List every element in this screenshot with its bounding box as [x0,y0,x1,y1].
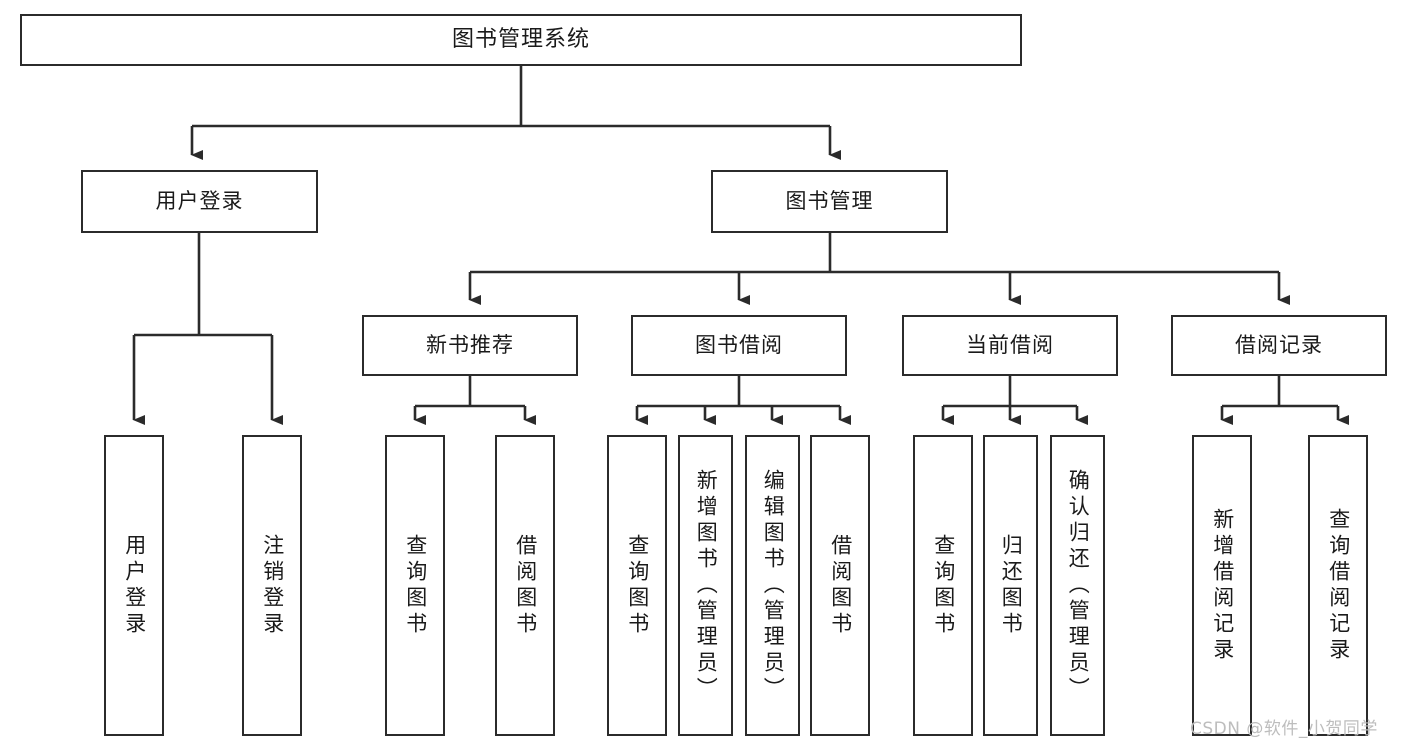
csdn-watermark: CSDN @软件_小贺同学 [1190,719,1378,739]
node-label: 图书管理系统 [451,26,590,52]
node-borrow-records[interactable]: 借阅记录 [1171,315,1387,376]
node-label: 归还图书 [999,533,1024,638]
node-current-borrow[interactable]: 当前借阅 [902,315,1118,376]
leaf-query-book[interactable]: 查询图书 [607,435,667,736]
node-label: 查询借阅记录 [1326,507,1351,664]
leaf-edit-book-admin[interactable]: 编辑图书（管理员） [745,435,800,736]
node-label: 图书管理 [785,188,874,213]
leaf-add-borrow-record[interactable]: 新增借阅记录 [1192,435,1252,736]
leaf-query-book-recommend[interactable]: 查询图书 [385,435,445,736]
node-label: 借阅图书 [513,533,538,638]
leaf-confirm-return-admin[interactable]: 确认归还（管理员） [1050,435,1105,736]
leaf-logout[interactable]: 注销登录 [242,435,302,736]
node-label: 查询图书 [625,533,650,638]
leaf-query-borrow-record[interactable]: 查询借阅记录 [1308,435,1368,736]
node-label: 借阅记录 [1235,332,1323,357]
node-label: 确认归还（管理员） [1066,468,1091,703]
node-label: 用户登录 [122,533,147,638]
node-user-login[interactable]: 用户登录 [81,170,318,233]
node-label: 新增借阅记录 [1210,507,1235,664]
node-label: 新增图书（管理员） [694,468,719,703]
node-book-borrow[interactable]: 图书借阅 [631,315,847,376]
node-label: 当前借阅 [966,332,1054,357]
node-label: 用户登录 [155,188,244,213]
node-book-management[interactable]: 图书管理 [711,170,948,233]
leaf-query-book-current[interactable]: 查询图书 [913,435,973,736]
node-root-system[interactable]: 图书管理系统 [20,14,1022,66]
leaf-add-book-admin[interactable]: 新增图书（管理员） [678,435,733,736]
leaf-borrow-book[interactable]: 借阅图书 [810,435,870,736]
leaf-borrow-book-recommend[interactable]: 借阅图书 [495,435,555,736]
node-label: 借阅图书 [828,533,853,638]
leaf-return-book[interactable]: 归还图书 [983,435,1038,736]
node-label: 查询图书 [931,533,956,638]
node-label: 图书借阅 [695,332,783,357]
node-label: 查询图书 [403,533,428,638]
node-label: 注销登录 [260,533,285,638]
node-label: 编辑图书（管理员） [761,468,786,703]
leaf-user-login[interactable]: 用户登录 [104,435,164,736]
node-label: 新书推荐 [426,332,514,357]
node-new-book-recommend[interactable]: 新书推荐 [362,315,578,376]
